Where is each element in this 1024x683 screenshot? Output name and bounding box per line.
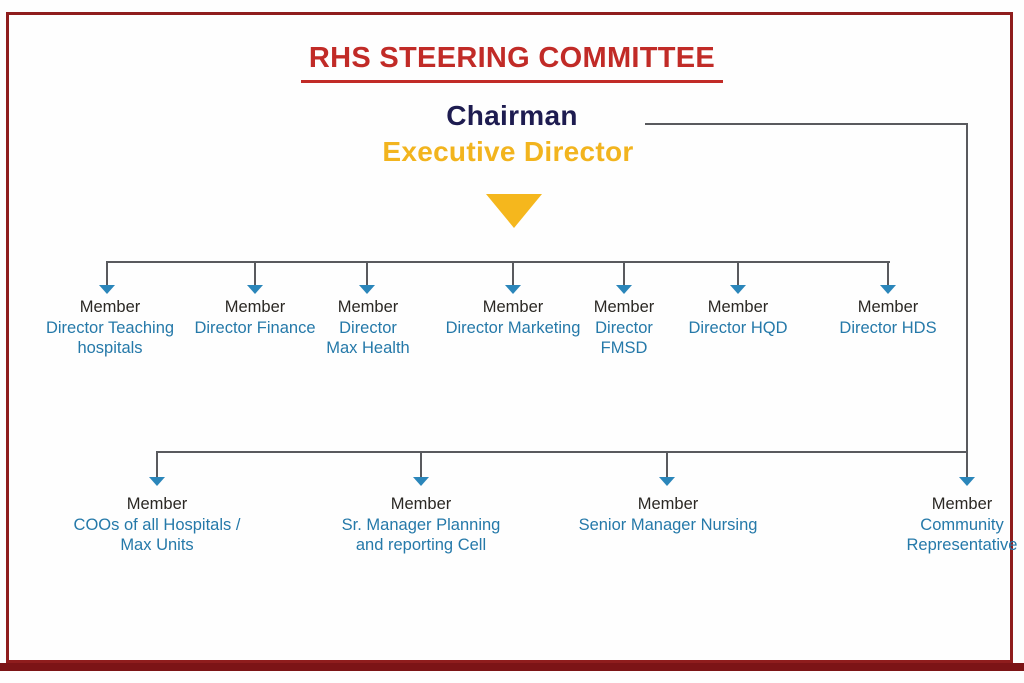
member-role-line: Director Marketing: [445, 318, 581, 337]
arrow-down-icon: [99, 285, 115, 294]
member-role-line: Representative: [906, 536, 1018, 554]
member-label: Member: [931, 495, 993, 513]
bottom-red-bar: [0, 663, 1024, 671]
connector-row2-drop: [666, 451, 668, 477]
member-role-line: Director HDS: [839, 318, 937, 337]
member-label: Member: [707, 298, 769, 316]
member-label: Member: [126, 495, 188, 513]
connector-right-vline: [966, 123, 968, 477]
member-role-line: Sr. Manager Planning: [341, 515, 501, 534]
connector-row2-rail: [156, 451, 968, 453]
member-role-line: and reporting Cell: [355, 536, 487, 554]
member-role-line: Director: [595, 318, 653, 337]
connector-row1-rail: [106, 261, 890, 263]
connector-row1-drop: [254, 261, 256, 285]
chairman-position: Executive Director: [382, 136, 634, 167]
member-role-line: Director: [339, 318, 397, 337]
member-node: Member Director Teaching hospitals: [0, 297, 220, 359]
connector-row1-drop: [737, 261, 739, 285]
member-node: Member Director FMSD: [514, 297, 734, 359]
page-title-text: RHS STEERING COMMITTEE: [300, 42, 724, 83]
member-node: Member Senior Manager Nursing: [558, 494, 778, 535]
arrow-down-icon: [359, 285, 375, 294]
member-label: Member: [857, 298, 919, 316]
arrow-down-icon: [413, 477, 429, 486]
member-label: Member: [637, 495, 699, 513]
connector-row1-drop: [106, 261, 108, 285]
member-node: Member Director Max Health: [258, 297, 478, 359]
member-node: Member Community Representative: [852, 494, 1024, 556]
member-role-line: hospitals: [77, 339, 143, 357]
connector-row2-drop: [420, 451, 422, 477]
connector-row2-drop: [156, 451, 158, 477]
member-label: Member: [79, 298, 141, 316]
arrow-down-icon: [730, 285, 746, 294]
connector-row1-drop: [623, 261, 625, 285]
arrow-down-icon: [880, 285, 896, 294]
page-title: RHS STEERING COMMITTEE: [0, 42, 1024, 83]
member-role-line: COOs of all Hospitals /: [73, 515, 241, 534]
member-role-line: FMSD: [600, 339, 648, 357]
chairman-role: Chairman: [446, 100, 578, 131]
member-node: Member Director Marketing: [403, 297, 623, 338]
member-node: Member Director Finance: [145, 297, 365, 338]
chairman-triangle-down-icon: [486, 194, 542, 228]
arrow-down-icon: [959, 477, 975, 486]
member-label: Member: [337, 298, 399, 316]
member-role-line: Senior Manager Nursing: [578, 515, 758, 534]
connector-row1-drop: [366, 261, 368, 285]
arrow-down-icon: [247, 285, 263, 294]
red-frame-border: [6, 12, 1013, 663]
connector-row1-drop: [887, 261, 889, 285]
member-node: Member Sr. Manager Planning and reportin…: [311, 494, 531, 556]
member-role-line: Director HQD: [688, 318, 788, 337]
member-label: Member: [593, 298, 655, 316]
arrow-down-icon: [616, 285, 632, 294]
connector-chairman-hline: [645, 123, 968, 125]
member-label: Member: [224, 298, 286, 316]
member-role-line: Director Teaching: [45, 318, 175, 337]
arrow-down-icon: [659, 477, 675, 486]
connector-row1-drop: [512, 261, 514, 285]
arrow-down-icon: [149, 477, 165, 486]
member-role-line: Director Finance: [194, 318, 316, 337]
member-role-line: Max Health: [326, 339, 410, 357]
member-role-line: Community: [920, 515, 1004, 534]
member-node: Member Director HDS: [778, 297, 998, 338]
member-label: Member: [390, 495, 452, 513]
arrow-down-icon: [505, 285, 521, 294]
member-role-line: Max Units: [120, 536, 194, 554]
member-node: Member Director HQD: [628, 297, 848, 338]
member-label: Member: [482, 298, 544, 316]
member-node: Member COOs of all Hospitals / Max Units: [47, 494, 267, 556]
